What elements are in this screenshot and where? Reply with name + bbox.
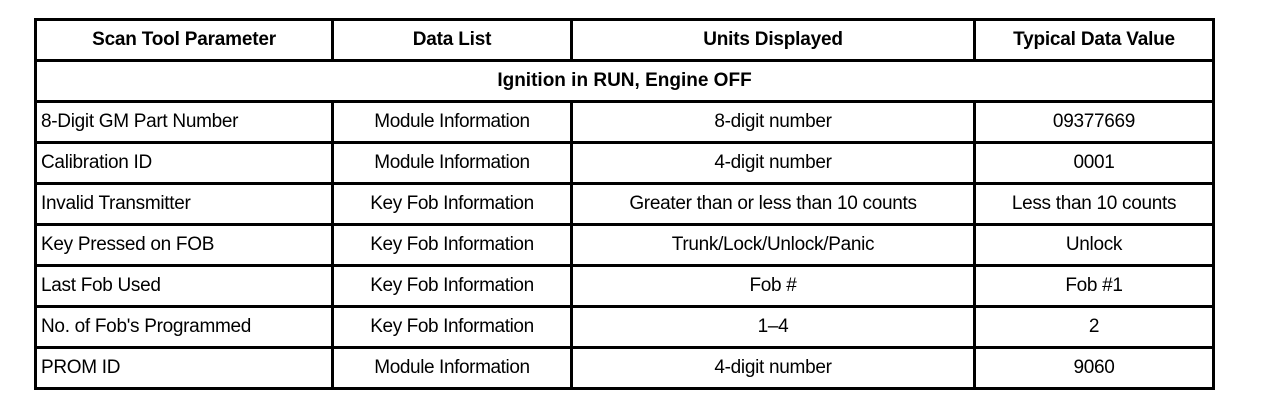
cell-units: 4-digit number [570, 346, 976, 390]
table-section-row: Ignition in RUN, Engine OFF [34, 59, 1215, 103]
cell-parameter: Key Pressed on FOB [34, 223, 334, 267]
cell-parameter: No. of Fob's Programmed [34, 305, 334, 349]
cell-units: Trunk/Lock/Unlock/Panic [570, 223, 976, 267]
cell-data-list: Module Information [331, 100, 573, 144]
cell-value: 2 [973, 305, 1215, 349]
cell-units: 1–4 [570, 305, 976, 349]
scan-tool-data-table: Scan Tool Parameter Data List Units Disp… [34, 18, 1215, 390]
cell-value: Unlock [973, 223, 1215, 267]
cell-data-list: Key Fob Information [331, 305, 573, 349]
cell-parameter: Calibration ID [34, 141, 334, 185]
table-row: Invalid Transmitter Key Fob Information … [34, 182, 1215, 226]
cell-parameter: 8-Digit GM Part Number [34, 100, 334, 144]
column-header-scan-tool-parameter: Scan Tool Parameter [34, 18, 334, 62]
cell-data-list: Module Information [331, 346, 573, 390]
cell-units: 4-digit number [570, 141, 976, 185]
cell-value: Less than 10 counts [973, 182, 1215, 226]
cell-units: Greater than or less than 10 counts [570, 182, 976, 226]
column-header-data-list: Data List [331, 18, 573, 62]
table-row: 8-Digit GM Part Number Module Informatio… [34, 100, 1215, 144]
cell-units: Fob # [570, 264, 976, 308]
cell-value: 0001 [973, 141, 1215, 185]
cell-parameter: PROM ID [34, 346, 334, 390]
cell-data-list: Key Fob Information [331, 264, 573, 308]
column-header-typical-data-value: Typical Data Value [973, 18, 1215, 62]
cell-units: 8-digit number [570, 100, 976, 144]
cell-parameter: Invalid Transmitter [34, 182, 334, 226]
table-row: Last Fob Used Key Fob Information Fob # … [34, 264, 1215, 308]
cell-value: Fob #1 [973, 264, 1215, 308]
column-header-units-displayed: Units Displayed [570, 18, 976, 62]
cell-parameter: Last Fob Used [34, 264, 334, 308]
cell-value: 09377669 [973, 100, 1215, 144]
cell-data-list: Module Information [331, 141, 573, 185]
scan-tool-data-table-container: Scan Tool Parameter Data List Units Disp… [34, 18, 1215, 390]
table-row: No. of Fob's Programmed Key Fob Informat… [34, 305, 1215, 349]
table-row: Key Pressed on FOB Key Fob Information T… [34, 223, 1215, 267]
cell-data-list: Key Fob Information [331, 223, 573, 267]
cell-data-list: Key Fob Information [331, 182, 573, 226]
cell-value: 9060 [973, 346, 1215, 390]
table-header-row: Scan Tool Parameter Data List Units Disp… [34, 18, 1215, 62]
table-row: PROM ID Module Information 4-digit numbe… [34, 346, 1215, 390]
table-row: Calibration ID Module Information 4-digi… [34, 141, 1215, 185]
section-header-ignition-run-engine-off: Ignition in RUN, Engine OFF [34, 59, 1215, 103]
